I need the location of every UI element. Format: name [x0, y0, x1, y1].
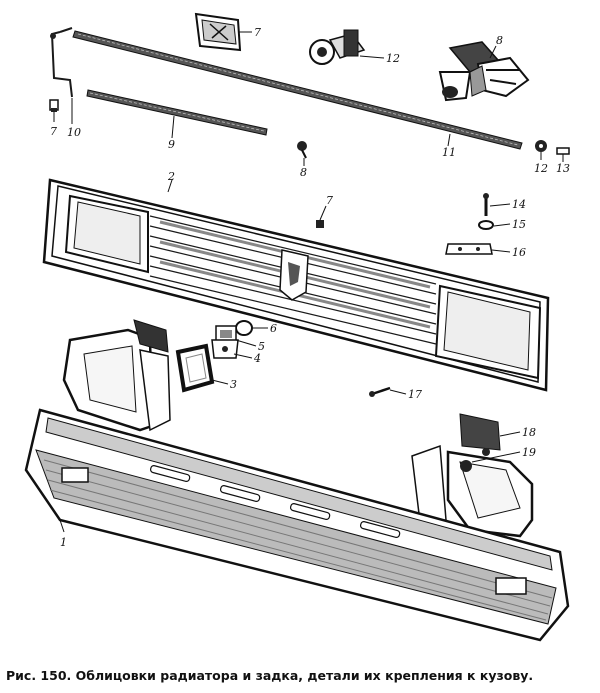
part-7-clip-top — [194, 12, 242, 52]
part-13-pin — [556, 147, 570, 155]
callout-10: 10 — [67, 126, 81, 139]
callout-16: 16 — [512, 246, 526, 259]
part-11-molding-strip — [72, 30, 523, 150]
callout-4: 4 — [253, 352, 261, 365]
callout-3: 3 — [230, 378, 237, 391]
part-6-nut — [235, 320, 253, 336]
right-headlight-bracket — [411, 413, 534, 538]
callout-13: 13 — [556, 162, 570, 175]
callout-7: 7 — [50, 125, 57, 138]
part-7-clip-center — [316, 220, 324, 228]
leader-lines — [53, 31, 564, 533]
callout-8: 8 — [496, 34, 503, 47]
callout-6: 6 — [270, 322, 277, 335]
part-12-nut — [535, 140, 547, 152]
callout-19: 19 — [522, 446, 536, 459]
callout-7: 7 — [254, 26, 261, 39]
callout-2: 2 — [167, 170, 175, 183]
left-headlight-bracket — [62, 319, 171, 432]
part-16-plate — [445, 243, 493, 255]
callout-11: 11 — [442, 146, 456, 159]
callout-12: 12 — [534, 162, 548, 175]
part-4-bracket — [211, 339, 239, 359]
part-8-emblem-assembly — [438, 41, 530, 102]
callout-18: 18 — [522, 426, 536, 439]
callout-labels: 7 12 8 7 10 9 8 11 12 13 2 7 14 15 16 6 … — [50, 26, 570, 549]
part-3-gasket — [175, 343, 215, 393]
part-9-molding-strip — [86, 89, 268, 136]
exploded-parts-diagram: 7 12 8 7 10 9 8 11 12 13 2 7 14 15 16 6 … — [24, 12, 570, 642]
callout-12: 12 — [386, 52, 400, 65]
callout-9: 9 — [168, 138, 175, 151]
callout-15: 15 — [512, 218, 526, 231]
callout-8: 8 — [300, 166, 307, 179]
callout-5: 5 — [258, 340, 265, 353]
part-15-washer — [478, 220, 494, 230]
part-12-bracket — [309, 29, 366, 65]
callout-1: 1 — [60, 536, 67, 549]
part-2-radiator-grille — [42, 178, 550, 392]
part-7-clip-small — [49, 99, 59, 112]
callout-17: 17 — [408, 388, 422, 401]
part-8-screw — [297, 141, 307, 159]
part-10-rod — [50, 27, 73, 98]
callout-14: 14 — [512, 198, 526, 211]
part-17-screw — [369, 386, 391, 397]
part-14-bolt — [483, 193, 489, 216]
figure-caption: Рис. 150. Облицовки радиатора и задка, д… — [6, 668, 534, 683]
part-1-bumper-panel — [24, 408, 570, 642]
callout-7: 7 — [326, 194, 333, 207]
